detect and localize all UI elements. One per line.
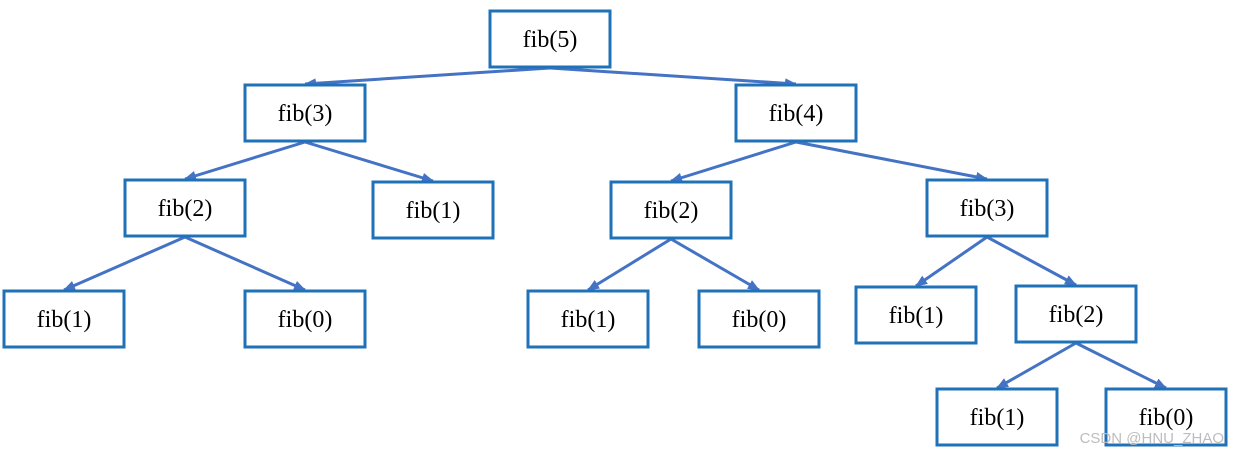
edge-n5-n9 [587,237,672,292]
node-label: fib(1) [970,405,1025,431]
node-box [243,83,367,143]
tree-node: fib(1) [854,285,978,345]
edge-n3-n8 [184,235,306,292]
edge-n2-n6 [795,140,988,182]
edge-n1-n4 [304,140,434,183]
node-label: fib(0) [1139,405,1194,431]
tree-node: fib(2) [609,180,733,240]
node-box [1104,387,1228,447]
edge-n2-n5 [670,140,797,183]
tree-node: fib(0) [697,289,821,349]
node-label: fib(0) [278,307,333,333]
tree-node: fib(5) [488,9,612,69]
node-box [2,289,126,349]
node-box [925,178,1049,238]
edge-n6-n12 [986,235,1077,287]
node-box [734,83,858,143]
node-label: fib(1) [37,307,92,333]
node-label: fib(5) [523,27,578,53]
edge-n6-n11 [915,235,988,288]
tree-node: fib(0) [243,289,367,349]
node-label: fib(4) [769,101,824,127]
node-label: fib(2) [1049,302,1104,328]
node-label: fib(2) [644,198,699,224]
edge-n12-n13 [996,341,1077,390]
node-label: fib(0) [732,307,787,333]
tree-node: fib(1) [935,387,1059,447]
node-box [854,285,978,345]
node-label: fib(1) [889,303,944,329]
tree-node: fib(2) [1014,284,1138,344]
node-box [123,178,247,238]
node-box [609,180,733,240]
tree-node: fib(1) [2,289,126,349]
tree-node: fib(0) [1104,387,1228,447]
tree-node: fib(1) [526,289,650,349]
edge-n3-n7 [63,235,186,292]
edge-n5-n10 [670,237,760,292]
tree-node: fib(3) [243,83,367,143]
node-label: fib(1) [561,307,616,333]
node-label: fib(3) [278,101,333,127]
node-label: fib(2) [158,196,213,222]
node-box [243,289,367,349]
tree-node: fib(4) [734,83,858,143]
node-label: fib(3) [960,196,1015,222]
node-box [697,289,821,349]
node-box [1014,284,1138,344]
edge-n0-n1 [304,66,551,89]
node-box [935,387,1059,447]
node-box [526,289,650,349]
tree-node: fib(2) [123,178,247,238]
node-box [371,180,495,240]
edges-layer [63,66,1167,390]
tree-node: fib(1) [371,180,495,240]
edge-n0-n2 [549,66,797,89]
edge-n1-n3 [184,140,306,181]
watermark: CSDN @HNU_ZHAO [1079,430,1224,447]
tree-node: fib(3) [925,178,1049,238]
nodes-layer: fib(5) fib(3) fib(4) fib(2) fib(1) fib(2) fib(… [2,9,1228,447]
edge-n12-n14 [1075,341,1167,390]
node-box [488,9,612,69]
node-label: fib(1) [406,198,461,224]
